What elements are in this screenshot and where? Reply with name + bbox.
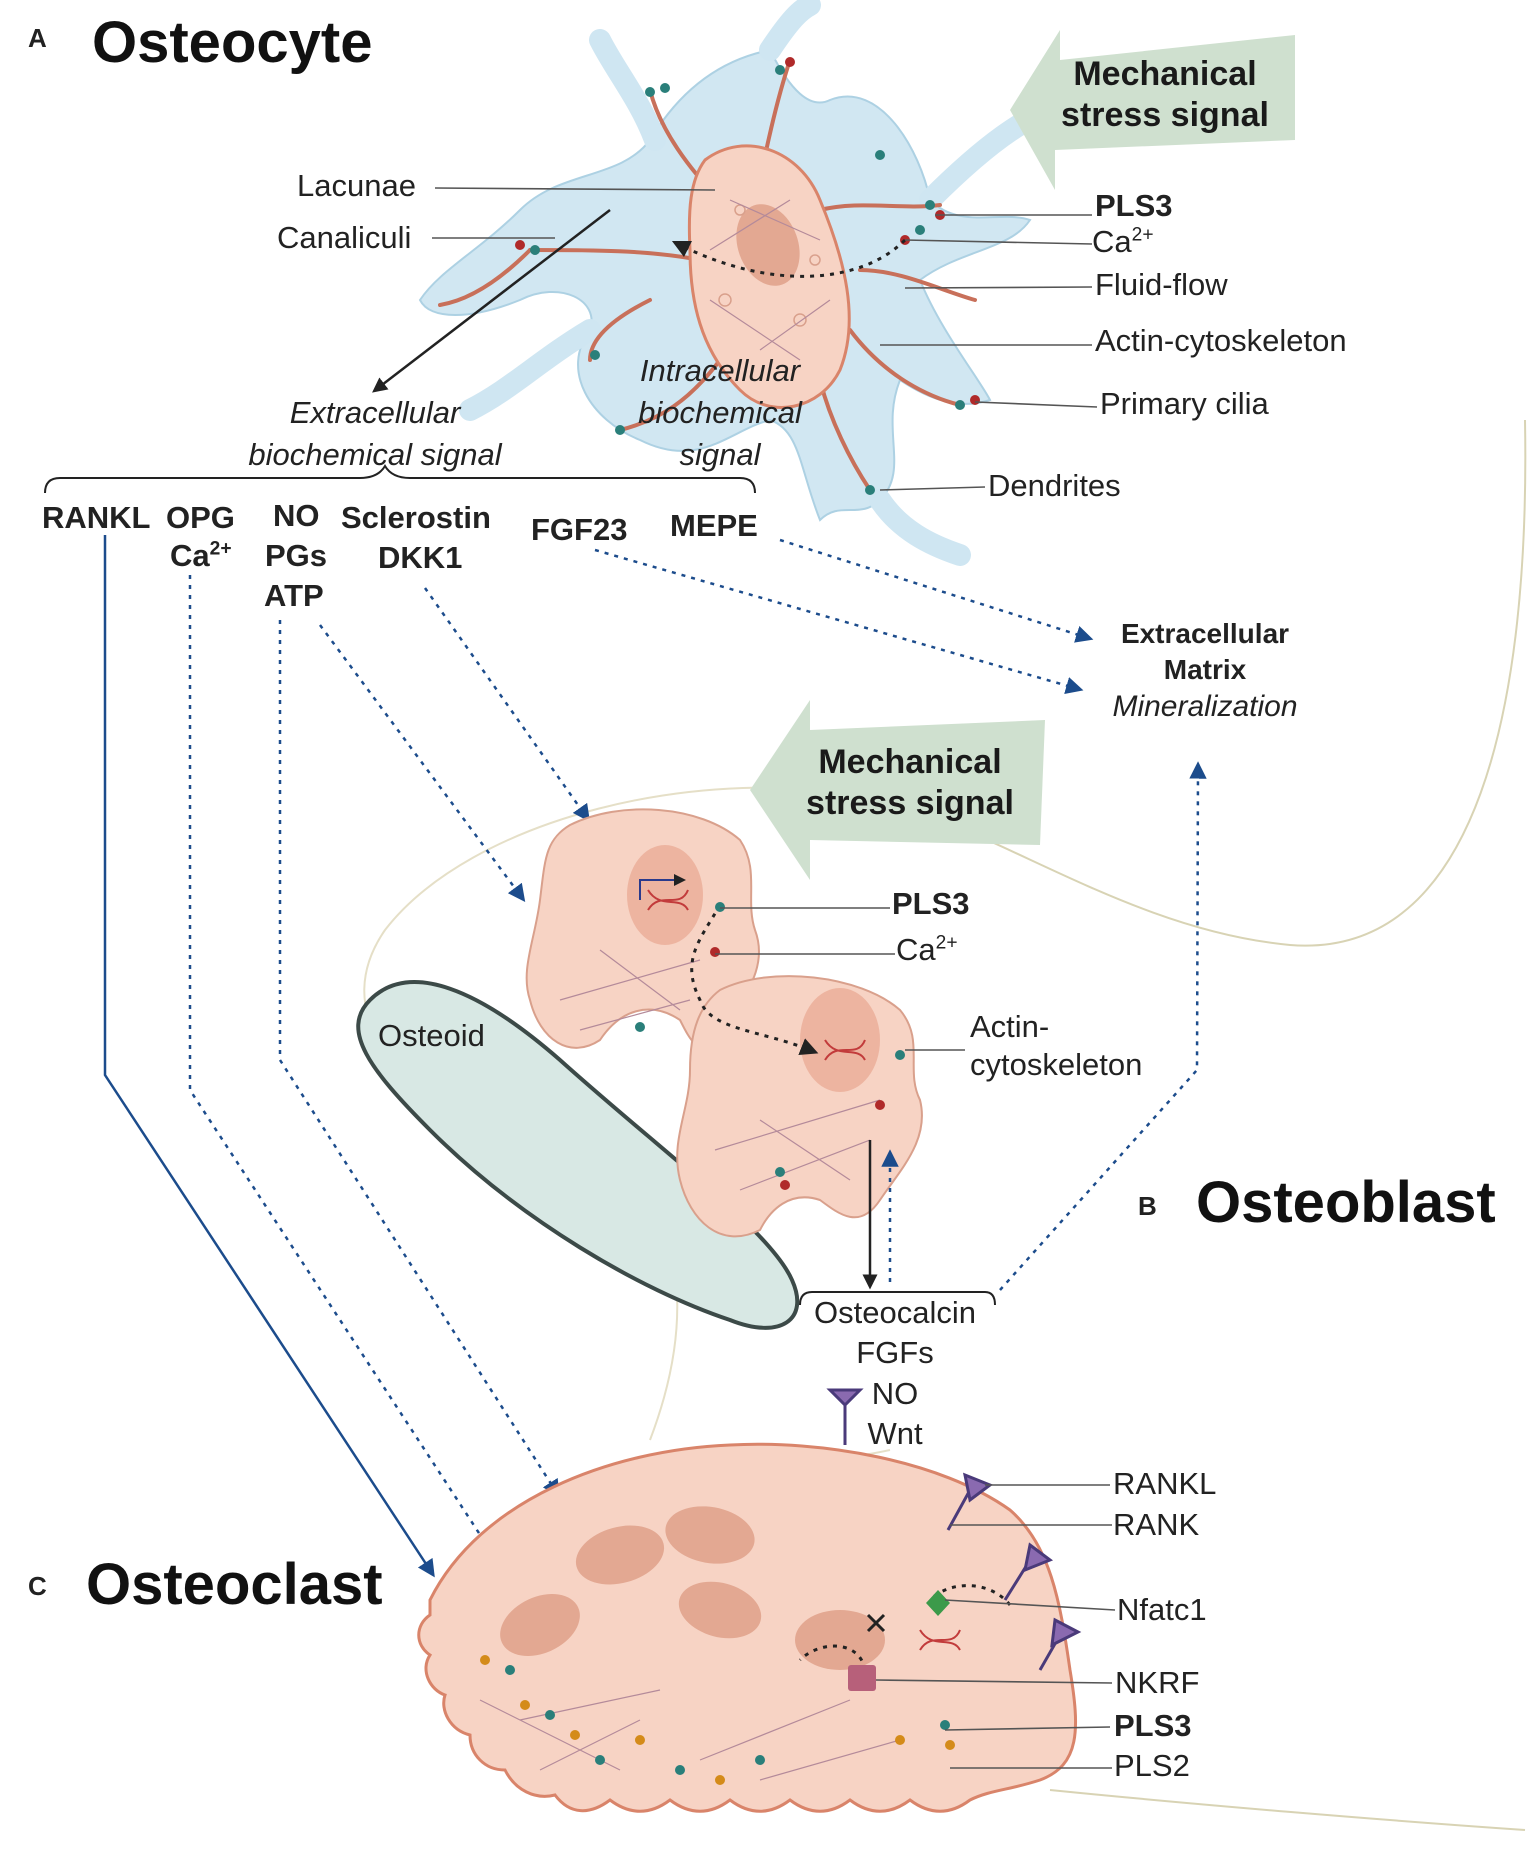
primary-cilia-label: Primary cilia (1100, 386, 1269, 421)
osteoclast-nucleus-3 (678, 1581, 762, 1639)
osteocyte-title: Osteocyte (92, 10, 373, 75)
bottom-outline-curve (1049, 1789, 1526, 1831)
osteoclast-nucleus-5 (795, 1610, 885, 1670)
osteoclast-leader-lines (875, 1484, 1116, 1769)
osteoclast-rank-label: RANK (1113, 1507, 1200, 1542)
intracellular-signal-label: Intracellular biochemical signal (638, 353, 802, 472)
mepe-to-ecm-arrow (779, 538, 1094, 643)
fgf23-to-ecm-arrow (594, 548, 1084, 694)
signal-dkk1: DKK1 (378, 540, 463, 575)
atp-to-osteoblast-arrow (318, 624, 526, 903)
signals-bracket (44, 464, 756, 494)
dendrites-label: Dendrites (988, 468, 1121, 503)
osteoblast-stress-signal-label: Mechanical stress signal (806, 743, 1014, 822)
intracellular-dotted-arrow (671, 238, 907, 278)
signal-sclerostin: Sclerostin (341, 500, 491, 535)
actin-cytoskeleton-label: Actin-cytoskeleton (1095, 323, 1347, 358)
stress-signal-line-1: Mechanical (1073, 55, 1257, 93)
osteoblast-actin-label: Actin- cytoskeleton (970, 1009, 1143, 1082)
osteoblast-leader-lines (715, 907, 965, 1051)
nfatc1-marker (926, 1590, 950, 1616)
osteoblast-nucleus-2 (800, 988, 880, 1092)
osteocyte-ca-label: Ca2+ (1092, 224, 1154, 259)
signal-pgs: PGs (265, 538, 328, 573)
opg-ca-arrow (188, 575, 495, 1558)
osteoclast-proteins (480, 1655, 955, 1785)
stress-arrow-osteocyte (1010, 30, 1295, 190)
osteoclast-nucleus-2 (665, 1506, 755, 1564)
osteocyte-body (687, 144, 851, 409)
output-osteocalcin: Osteocalcin (814, 1295, 976, 1330)
signal-fgf23: FGF23 (531, 512, 628, 547)
signal-atp: ATP (264, 578, 324, 613)
osteoclast-pls3-label: PLS3 (1114, 1708, 1192, 1743)
lacunae-label: Lacunae (297, 168, 416, 203)
dna-icon-1 (647, 889, 689, 911)
osteoclast-pls2-label: PLS2 (1114, 1748, 1190, 1783)
sclerostin-to-osteoblast-arrow (423, 587, 591, 823)
signal-no: NO (273, 498, 320, 533)
ecm-line-2: Matrix (1163, 654, 1247, 686)
dna-icon-2 (824, 1039, 866, 1061)
osteoblast-title: Osteoblast (1196, 1170, 1496, 1235)
signal-ca: Ca2+ (170, 538, 232, 573)
stress-arrow-osteoblast (750, 700, 1045, 880)
bone-outline-curve (879, 419, 1527, 947)
osteocyte-nucleus (736, 204, 800, 286)
osteocyte-stress-signal-label: Mechanical stress signal (1055, 54, 1275, 136)
osteoid-label: Osteoid (378, 1018, 485, 1053)
osteoclast-nucleus-1 (575, 1525, 665, 1585)
dna-icon-3 (919, 1629, 961, 1651)
osteoblast-cell-2 (676, 975, 923, 1238)
ecm-line-3: Mineralization (1112, 690, 1298, 724)
osteocyte-pls3-label: PLS3 (1095, 188, 1173, 223)
panel-a-letter: A (28, 23, 47, 53)
output-no: NO (871, 1375, 919, 1411)
fluid-flow-label: Fluid-flow (1095, 267, 1228, 302)
ecm-label: Extracellular Matrix Mineralization (1090, 618, 1320, 725)
rank-receptors (826, 1388, 1082, 1671)
osteocyte-leader-lines (432, 187, 1098, 491)
outputs-bracket (799, 1291, 996, 1306)
osteoblast-ca-label: Ca2+ (896, 932, 958, 967)
osteocyte-proteins (515, 57, 980, 495)
osteoid-shape (356, 980, 800, 1330)
osteoclast-title: Osteoclast (86, 1552, 383, 1617)
osteoblast-dotted-arrow (690, 904, 819, 1056)
extracellular-signal-label: Extracellular biochemical signal (248, 395, 502, 472)
osteoblast-nucleus-1 (627, 845, 703, 945)
extracellular-signal-arrow (372, 209, 611, 393)
signal-rankl: RANKL (42, 500, 151, 535)
nkrf-marker (848, 1665, 876, 1691)
osteoblast-pls3-label: PLS3 (892, 886, 970, 921)
rankl-arrow (103, 535, 435, 1578)
signal-mepe: MEPE (670, 508, 758, 543)
osteoclast-nkrf-label: NKRF (1115, 1665, 1200, 1700)
osteoblast-cell-1 (525, 808, 761, 1050)
stress-signal-line-2: stress signal (1061, 95, 1269, 134)
panel-c-letter: C (28, 1571, 47, 1601)
osteoblast-outputs: Osteocalcin FGFs NO Wnt (790, 1293, 1000, 1454)
output-fgfs: FGFs (856, 1335, 934, 1371)
canaliculi-label: Canaliculi (277, 220, 412, 255)
osteoclast-body (417, 1442, 1078, 1813)
inhibition-cross (866, 1613, 886, 1633)
panel-b-letter: B (1138, 1191, 1157, 1221)
no-pgs-atp-arrow (278, 620, 560, 1498)
signal-opg: OPG (166, 500, 235, 535)
osteoclast-nucleus-4 (500, 1594, 580, 1656)
output-wnt: Wnt (867, 1415, 923, 1451)
osteoclast-nfatc1-label: Nfatc1 (1117, 1592, 1207, 1627)
ecm-line-1: Extracellular (1120, 618, 1290, 649)
osteoclast-rankl-label: RANKL (1113, 1466, 1217, 1501)
